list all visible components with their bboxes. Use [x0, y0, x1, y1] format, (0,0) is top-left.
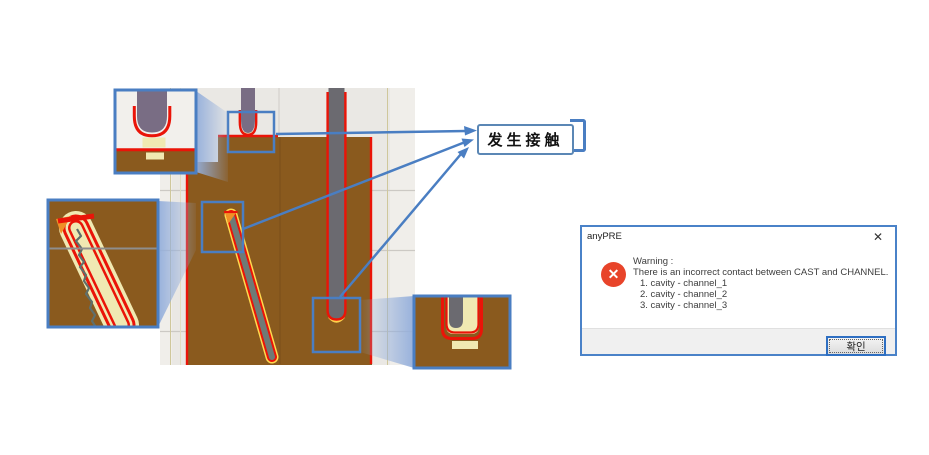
ok-button[interactable]: 확인: [826, 336, 886, 356]
inset-channel-3-zoom: [113, 88, 198, 175]
inset-channel-1-zoom: [46, 198, 160, 329]
cast-block: [186, 135, 372, 365]
channel-3-tip-solidified: [243, 131, 253, 136]
shrinkage-crack: [74, 228, 98, 327]
dialog-title: anyPRE: [587, 231, 622, 242]
warning-title: Warning :: [633, 256, 674, 267]
close-icon[interactable]: ✕: [869, 229, 887, 244]
arrow-line-1: [275, 129, 467, 136]
label-fold-bracket: [570, 119, 586, 152]
arrow-line-3: [339, 153, 462, 298]
dialog-titlebar[interactable]: anyPRE: [582, 227, 895, 246]
inset-channel-2-zoom: [412, 294, 512, 370]
zoom-wedge-bottom: [360, 296, 414, 368]
annotation-arrows: [242, 129, 467, 298]
annotation-arrowheads: [457, 126, 477, 159]
arrow-line-2: [242, 141, 465, 231]
zoom-wedge-middle: [158, 201, 196, 327]
contact-item: 3. cavity - channel_3: [640, 300, 728, 311]
channel-2-vertical: [328, 88, 345, 319]
zoom-wedge-top: [196, 91, 228, 182]
warning-dialog: anyPRE ✕ ✕ Warning : There is an incorre…: [580, 225, 897, 356]
channel-3-top: [241, 88, 255, 133]
channel-1-orange-tip: [224, 211, 237, 224]
warning-message: There is an incorrect contact between CA…: [633, 267, 889, 278]
contact-annotation: 发生接触: [477, 124, 574, 155]
contact-item: 2. cavity - channel_2: [640, 289, 728, 300]
contact-item: 1. cavity - channel_1: [640, 278, 728, 289]
channel-1-diagonal: [224, 208, 279, 364]
dialog-message: Warning : There is an incorrect contact …: [633, 256, 888, 311]
highlight-box-channel-1: [200, 200, 245, 254]
error-icon: ✕: [601, 262, 626, 287]
